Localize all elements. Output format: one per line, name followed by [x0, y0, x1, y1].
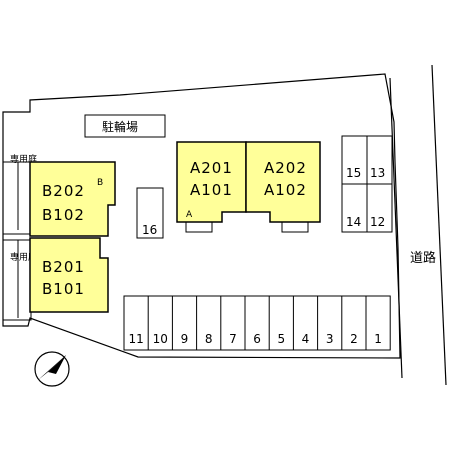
parking-16-label: 16 — [142, 223, 157, 237]
unit-b101: B101 — [42, 280, 85, 298]
building-a-right — [245, 141, 321, 223]
parking-spot-16 — [136, 187, 164, 239]
north-arrow-icon — [34, 351, 70, 387]
parking-spot-8-label: 8 — [205, 332, 213, 346]
parking-spot-5-label: 5 — [277, 332, 285, 346]
parking-spot-11-label: 11 — [128, 332, 143, 346]
building-a-tag: A — [186, 210, 193, 220]
parking-row-outline — [123, 295, 391, 351]
bike-parking-area — [84, 114, 166, 138]
parking-spot-2-label: 2 — [350, 332, 358, 346]
unit-b102: B102 — [42, 206, 85, 224]
building-b-tag: B — [97, 178, 103, 188]
unit-a101: A101 — [190, 181, 233, 199]
private-garden-top — [2, 161, 32, 235]
parking-spot-7-label: 7 — [229, 332, 237, 346]
parking-15-label: 15 — [346, 166, 361, 180]
parking-14-label: 14 — [346, 215, 361, 229]
parking-right-block — [341, 135, 393, 233]
parking-12-label: 12 — [370, 215, 385, 229]
unit-b201: B201 — [42, 258, 85, 276]
private-garden-bottom — [2, 239, 32, 321]
bike-parking-label: 駐輪場 — [102, 119, 138, 134]
property-boundary — [2, 73, 401, 359]
road-edge-left — [389, 77, 403, 379]
parking-spot-4-label: 4 — [302, 332, 310, 346]
unit-a102: A102 — [264, 181, 307, 199]
parking-spot-1-label: 1 — [374, 332, 382, 346]
parking-spot-6-label: 6 — [253, 332, 261, 346]
parking-spot-10-label: 10 — [153, 332, 168, 346]
entrance-a-left — [185, 221, 213, 233]
road-label: 道路 — [410, 250, 436, 266]
parking-13-label: 13 — [370, 166, 385, 180]
building-b-upper — [29, 161, 116, 237]
entrance-a-right — [281, 221, 309, 233]
building-b-lower — [29, 237, 109, 313]
parking-row: 11 10 9 8 7 6 5 4 3 2 1 — [123, 295, 391, 351]
unit-b202: B202 — [42, 182, 85, 200]
unit-a201: A201 — [190, 159, 233, 177]
parking-spot-3-label: 3 — [326, 332, 334, 346]
unit-a202: A202 — [264, 159, 307, 177]
parking-spot-9-label: 9 — [181, 332, 189, 346]
road-edge-right — [431, 64, 447, 386]
